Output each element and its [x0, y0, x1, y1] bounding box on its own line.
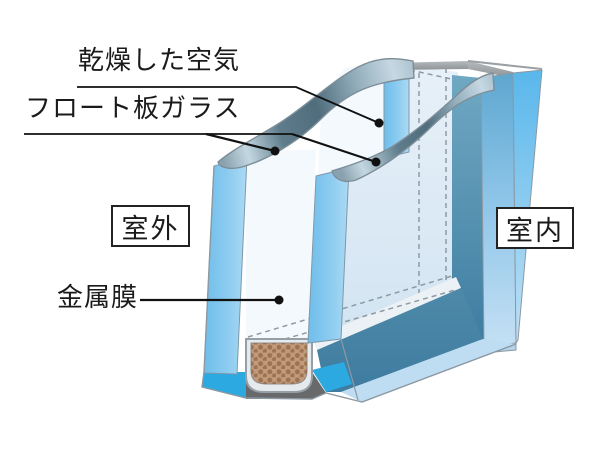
- indoor-label: 室内: [506, 215, 564, 246]
- label-metal-film: 金属膜: [57, 282, 139, 312]
- cavity-back-face: [341, 66, 458, 344]
- leader-dried-air: [77, 86, 380, 124]
- glass-tear-ribbon-outer: [217, 57, 415, 170]
- unit-outline: [201, 165, 517, 403]
- outdoor-pane-cut-edge: [203, 156, 248, 375]
- outdoor-label-box: 室外: [111, 205, 190, 247]
- dot-metal-film: [274, 295, 284, 305]
- desiccant-spacer: [245, 338, 313, 393]
- glass-tear-ribbon-inner: [331, 72, 495, 183]
- dot-dried-air: [374, 118, 384, 128]
- label-float-glass: フロート板ガラス: [25, 93, 241, 123]
- desiccant-dots: [251, 343, 307, 384]
- label-dried-air: 乾燥した空気: [78, 45, 241, 75]
- dot-float-glass-inner: [371, 157, 381, 167]
- indoor-label-box: 室内: [496, 207, 574, 249]
- dot-float-glass-outer: [270, 146, 280, 156]
- leader-float-glass: [24, 132, 377, 164]
- outdoor-label: 室外: [121, 213, 180, 244]
- right-spacer-bar: [452, 75, 484, 347]
- callout-leaders: [24, 86, 380, 302]
- callout-dots: [270, 118, 384, 305]
